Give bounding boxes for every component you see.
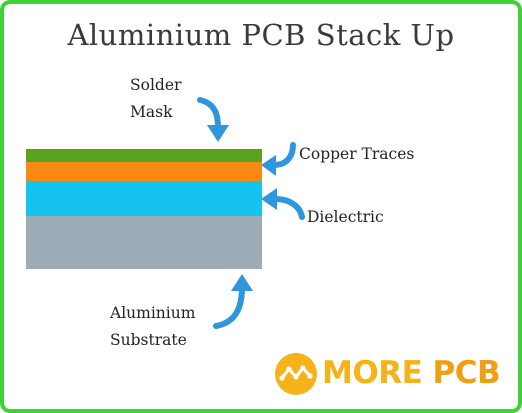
diagram-title: Aluminium PCB Stack Up <box>67 18 455 52</box>
chart-badge-icon <box>275 353 317 395</box>
layer-copper-traces <box>26 162 262 181</box>
label-solder-mask-line2: Mask <box>130 103 173 121</box>
layer-dielectric <box>26 181 262 216</box>
arrow-copper-traces <box>261 142 296 176</box>
label-solder-mask: Solder Mask <box>130 72 181 126</box>
label-aluminium-substrate-line2: Substrate <box>110 331 187 349</box>
label-dielectric: Dielectric <box>307 208 384 226</box>
logo-word-pcb: PCB <box>432 355 501 391</box>
more-pcb-logo: MORE PCB <box>274 349 514 399</box>
logo-wordmark: MORE PCB <box>322 355 501 391</box>
label-aluminium-substrate: Aluminium Substrate <box>110 300 195 354</box>
layer-aluminium-substrate <box>26 216 262 269</box>
arrow-dielectric <box>261 188 305 220</box>
label-copper-traces: Copper Traces <box>299 145 415 163</box>
logo-word-more: MORE <box>322 355 423 391</box>
arrow-solder-mask <box>197 97 229 142</box>
arrows-layer <box>197 97 305 329</box>
label-aluminium-substrate-line1: Aluminium <box>110 304 196 322</box>
arrow-aluminium-substrate <box>213 274 253 329</box>
label-solder-mask-line1: Solder <box>130 76 182 94</box>
layer-solder-mask <box>26 149 262 162</box>
